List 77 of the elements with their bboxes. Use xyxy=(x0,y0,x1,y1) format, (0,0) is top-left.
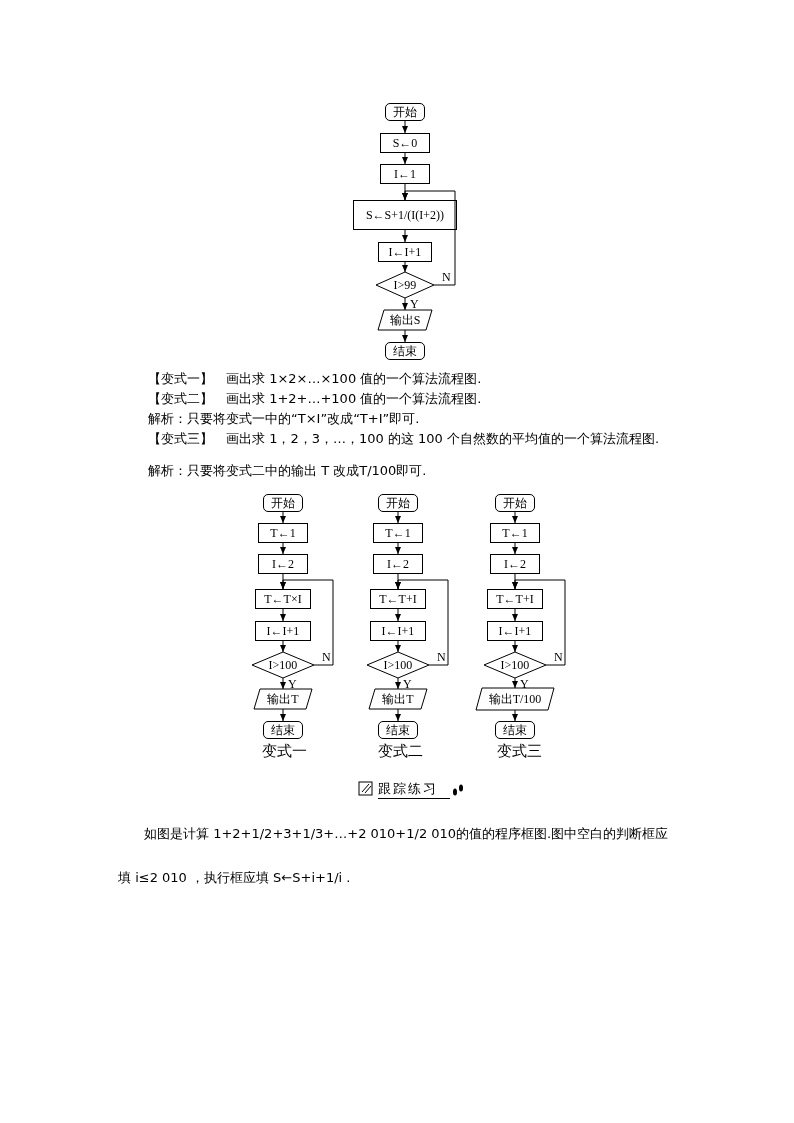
output-parallelogram: 输出S xyxy=(378,310,432,330)
process-box: I←2 xyxy=(373,554,423,574)
output-parallelogram: 输出T/100 xyxy=(476,688,554,710)
terminal-box: 开始 xyxy=(385,103,425,121)
process-box: I←I+1 xyxy=(370,621,426,641)
edge-label: N xyxy=(442,270,451,285)
process-box: I←2 xyxy=(490,554,540,574)
arrow xyxy=(280,511,286,524)
arrow xyxy=(280,579,334,666)
process-box: I←2 xyxy=(258,554,308,574)
decision-diamond: I>99 xyxy=(376,272,434,298)
terminal-box: 开始 xyxy=(495,494,535,512)
process-box: I←I+1 xyxy=(487,621,543,641)
chart-caption: 变式三 xyxy=(497,742,542,761)
process-box: I←1 xyxy=(380,164,430,184)
arrow xyxy=(395,608,401,622)
decision-diamond: I>100 xyxy=(252,652,314,678)
arrow xyxy=(280,542,286,555)
process-box: T←T+I xyxy=(370,589,426,609)
arrow xyxy=(402,120,408,134)
arrow xyxy=(512,511,518,524)
arrow xyxy=(395,708,401,722)
edge-label: N xyxy=(554,650,563,665)
edge-label: Y xyxy=(403,677,412,692)
decision-diamond: I>100 xyxy=(367,652,429,678)
terminal-box: 开始 xyxy=(378,494,418,512)
arrow xyxy=(402,297,408,311)
section-heading: 跟踪练习 xyxy=(378,780,450,799)
process-box: I←I+1 xyxy=(255,621,311,641)
process-box: I←I+1 xyxy=(378,242,432,262)
text-line: 解析：只要将变式一中的“T×I”改成“T+I”即可. xyxy=(148,410,420,428)
edge-label: Y xyxy=(288,677,297,692)
arrow xyxy=(512,608,518,622)
terminal-box: 结束 xyxy=(263,721,303,739)
edge-label: N xyxy=(322,650,331,665)
arrow xyxy=(512,677,518,689)
terminal-box: 结束 xyxy=(385,342,425,360)
arrow xyxy=(395,511,401,524)
arrow xyxy=(402,229,408,243)
arrow xyxy=(280,677,286,690)
arrow xyxy=(402,190,456,286)
arrow xyxy=(395,579,449,666)
terminal-box: 开始 xyxy=(263,494,303,512)
arrow xyxy=(280,640,286,653)
text-line: 【变式三】 画出求 1，2，3，…，100 的这 100 个自然数的平均值的一个算法流程图. xyxy=(148,430,660,448)
arrow xyxy=(395,640,401,653)
process-box: T←T+I xyxy=(487,589,543,609)
edge-label: N xyxy=(437,650,446,665)
chart-caption: 变式一 xyxy=(262,742,307,761)
process-box: S←0 xyxy=(380,133,430,153)
decision-diamond: I>100 xyxy=(484,652,546,678)
text-line: 【变式一】 画出求 1×2×…×100 值的一个算法流程图. xyxy=(148,370,482,388)
arrow xyxy=(512,542,518,555)
arrow xyxy=(402,329,408,343)
process-box: T←1 xyxy=(490,523,540,543)
arrow xyxy=(395,677,401,690)
arrow xyxy=(512,709,518,722)
process-box: S←S+1/(I(I+2)) xyxy=(353,200,457,230)
exercise-paragraph: 如图是计算 1+2+1/2+3+1/3+…+2 010+1/2 010的值的程序框图.图中空白的判断框应填 i≤2 010 ，执行框应填 S←S+i+1/i . xyxy=(118,825,670,887)
process-box: T←T×I xyxy=(255,589,311,609)
chart-caption: 变式二 xyxy=(378,742,423,761)
text-line: 解析：只要将变式二中的输出 T 改成T/100即可. xyxy=(148,462,427,480)
terminal-box: 结束 xyxy=(495,721,535,739)
text-line: 【变式二】 画出求 1+2+…+100 值的一个算法流程图. xyxy=(148,390,482,408)
output-parallelogram: 输出T xyxy=(369,689,427,709)
arrow xyxy=(280,708,286,722)
edge-label: Y xyxy=(410,297,419,312)
output-parallelogram: 输出T xyxy=(254,689,312,709)
terminal-box: 结束 xyxy=(378,721,418,739)
arrow xyxy=(280,608,286,622)
process-box: T←1 xyxy=(373,523,423,543)
arrow xyxy=(512,640,518,653)
arrow xyxy=(512,579,566,666)
arrow xyxy=(402,152,408,165)
arrow xyxy=(395,542,401,555)
process-box: T←1 xyxy=(258,523,308,543)
arrow xyxy=(402,261,408,273)
